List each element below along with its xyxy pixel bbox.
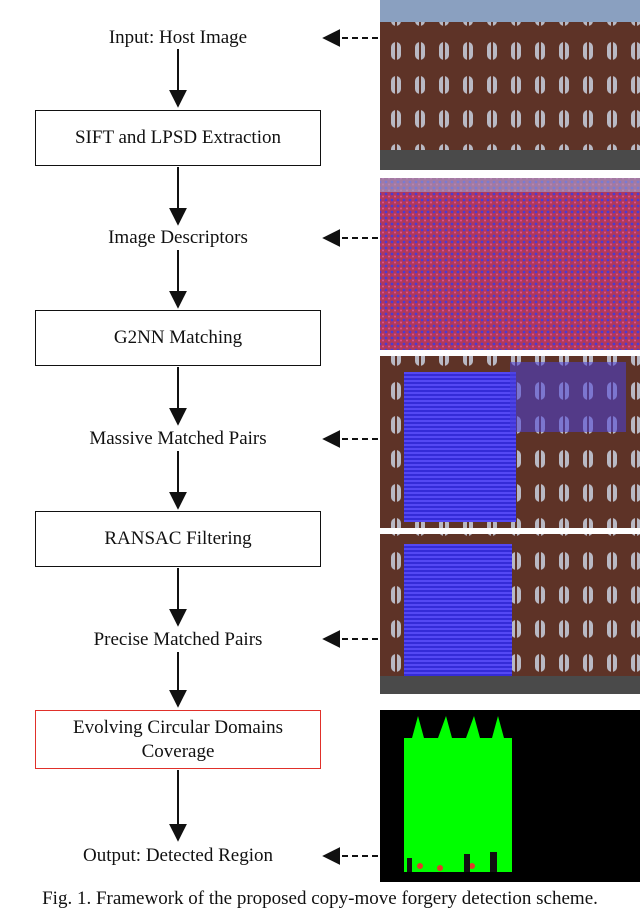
figure-caption: Fig. 1. Framework of the proposed copy-m… bbox=[42, 888, 598, 909]
massive-pairs-label: Massive Matched Pairs bbox=[89, 428, 267, 449]
ecdc-box: Evolving Circular Domains Coverage bbox=[35, 710, 321, 769]
host-image bbox=[380, 0, 640, 170]
ransac-box: RANSAC Filtering bbox=[35, 511, 321, 567]
dashed-arrows bbox=[322, 29, 378, 865]
output-label: Output: Detected Region bbox=[83, 845, 273, 866]
precise-pairs-label: Precise Matched Pairs bbox=[93, 629, 263, 650]
massive-pairs-image bbox=[380, 356, 640, 528]
g2nn-box: G2NN Matching bbox=[35, 310, 321, 366]
image-descriptors-label: Image Descriptors bbox=[108, 227, 248, 248]
input-label: Input: Host Image bbox=[108, 27, 248, 48]
descriptor-image bbox=[380, 178, 640, 350]
detected-region-image bbox=[380, 710, 640, 882]
precise-pairs-image bbox=[380, 534, 640, 694]
sift-lpsd-box: SIFT and LPSD Extraction bbox=[35, 110, 321, 166]
